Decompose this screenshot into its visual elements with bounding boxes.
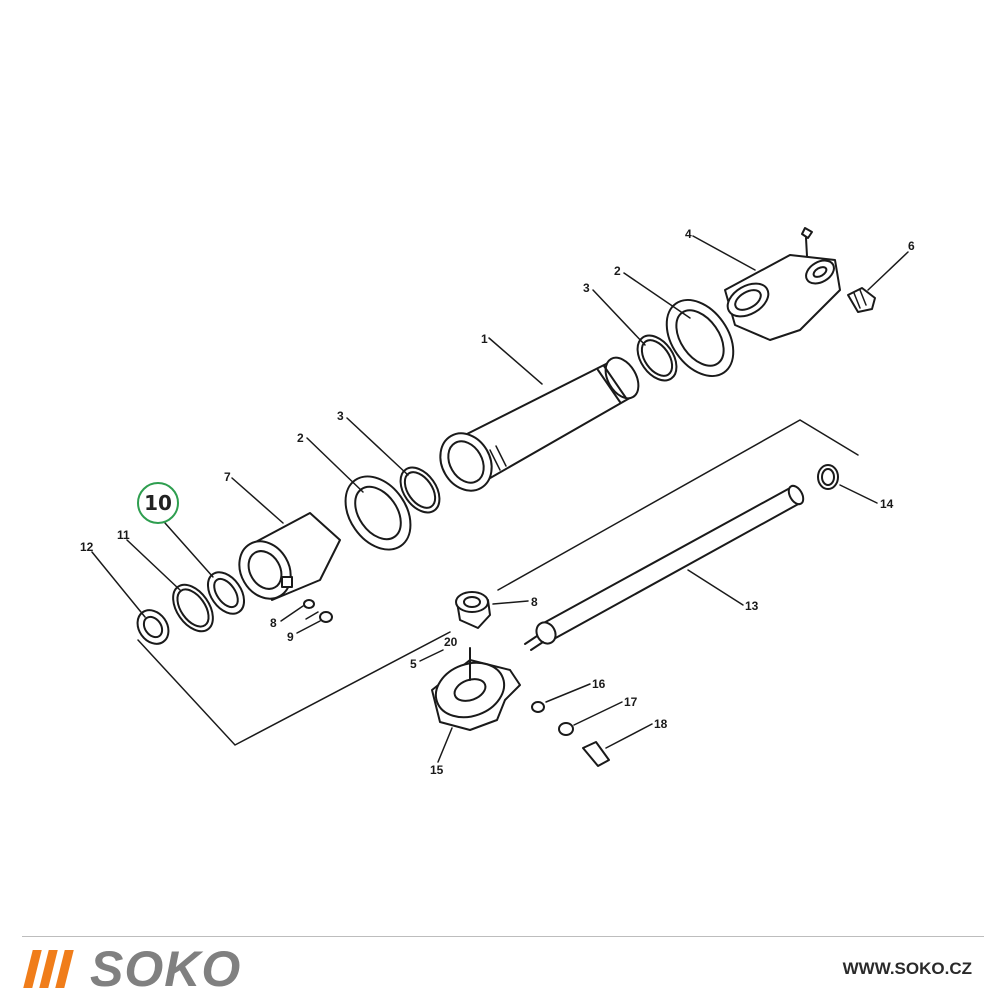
callout-15: 15 bbox=[430, 763, 444, 777]
callout-4: 4 bbox=[685, 227, 692, 241]
callout-1: 1 bbox=[481, 332, 488, 346]
part-3-oring-right bbox=[636, 334, 678, 382]
callout-8-left: 8 bbox=[270, 616, 277, 630]
callout-2-left: 2 bbox=[297, 431, 304, 445]
callout-labels: 1 2 3 4 6 3 2 7 11 12 8 9 8 13 14 20 5 1… bbox=[80, 227, 915, 777]
callout-12: 12 bbox=[80, 540, 94, 554]
part-1-cylinder-barrel bbox=[439, 356, 640, 492]
callout-17: 17 bbox=[624, 695, 638, 709]
callout-11: 11 bbox=[117, 528, 130, 542]
logo-stripe bbox=[55, 950, 74, 988]
callout-10-highlight: 10 bbox=[137, 482, 179, 524]
assembly-bracket-lines bbox=[137, 419, 859, 746]
part-7-gland bbox=[238, 512, 341, 601]
part-6-grease-nipple bbox=[847, 287, 876, 313]
callout-20: 20 bbox=[444, 635, 458, 649]
callout-3-left: 3 bbox=[337, 409, 344, 423]
callout-18: 18 bbox=[654, 717, 668, 731]
footer-divider bbox=[22, 936, 984, 937]
part-4-head bbox=[724, 227, 841, 341]
part-2-ring-left bbox=[344, 475, 412, 551]
part-12-wiper bbox=[136, 609, 170, 645]
website-url: WWW.SOKO.CZ bbox=[842, 959, 972, 978]
callout-8-right: 8 bbox=[531, 595, 538, 609]
part-16-17-18-bolt-set bbox=[531, 701, 610, 767]
part-15-clevis bbox=[431, 647, 521, 731]
part-11-oring bbox=[172, 583, 214, 633]
callout-3-right: 3 bbox=[583, 281, 590, 295]
callout-13: 13 bbox=[745, 599, 759, 613]
soko-logo: SOKO bbox=[23, 941, 242, 997]
part-10-ring bbox=[206, 571, 246, 615]
part-8-bushing bbox=[455, 591, 491, 629]
leader-lines bbox=[91, 235, 909, 763]
highlight-circle bbox=[137, 482, 179, 524]
logo-stripe bbox=[39, 950, 58, 988]
logo-stripe bbox=[23, 950, 42, 988]
callout-7: 7 bbox=[224, 470, 231, 484]
callout-5: 5 bbox=[410, 657, 417, 671]
callout-10: 10 bbox=[144, 491, 172, 515]
part-14-snap-ring bbox=[817, 464, 839, 490]
callout-6: 6 bbox=[908, 239, 915, 253]
callout-16: 16 bbox=[592, 677, 606, 691]
exploded-parts-diagram: 1 2 3 4 6 3 2 7 11 12 8 9 8 13 14 20 5 1… bbox=[80, 227, 915, 777]
callout-14: 14 bbox=[880, 497, 894, 511]
part-3-oring-left bbox=[399, 466, 441, 514]
callout-9: 9 bbox=[287, 630, 294, 644]
part-13-piston-rod bbox=[524, 484, 805, 651]
brand-name: SOKO bbox=[90, 941, 242, 997]
callout-2-right: 2 bbox=[614, 264, 621, 278]
part-8-9-small-fasteners-left bbox=[303, 599, 333, 623]
